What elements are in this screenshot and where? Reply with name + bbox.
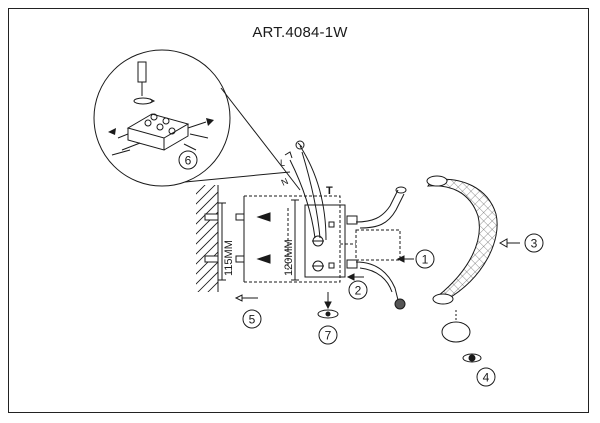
bulb-outline: [340, 229, 401, 261]
step-badge-7: 7: [318, 325, 338, 345]
screwdriver-icon: [137, 61, 147, 83]
svg-text:3: 3: [531, 237, 538, 251]
arrow-step-1: [396, 255, 414, 263]
supply-wires: [284, 140, 327, 241]
mounting-bracket: [235, 195, 341, 283]
lamp-arm-upper: [346, 186, 407, 229]
step-badge-3: 3: [524, 233, 544, 253]
arrow-step-5: [234, 294, 258, 302]
arrow-step-3: [498, 238, 520, 248]
lamp-socket-icon: [394, 298, 406, 310]
step-badge-1: 1: [415, 249, 435, 269]
drawing-frame: [8, 8, 589, 413]
dimension-120mm: 120MM: [283, 199, 299, 281]
terminal-block-callout: [93, 49, 301, 191]
step-badge-4: 4: [476, 367, 496, 387]
dimension-115mm: 115MM: [218, 202, 235, 281]
svg-text:5: 5: [249, 313, 256, 327]
arrow-step-2: [346, 273, 364, 281]
svg-text:6: 6: [185, 154, 192, 168]
arrow-step-7: [317, 292, 339, 319]
end-cap: [441, 310, 482, 363]
canopy-plate: [304, 204, 346, 278]
step-badge-6: 6: [178, 150, 198, 170]
dimension-115mm-label: 115MM: [223, 240, 235, 276]
svg-text:7: 7: [325, 329, 332, 343]
svg-text:4: 4: [483, 371, 490, 385]
glass-shade: [426, 175, 498, 305]
wall: [196, 185, 219, 292]
wire-label-line: L: [280, 158, 285, 168]
product-code-title: ART.4084-1W: [252, 24, 348, 41]
step-badge-2: 2: [348, 280, 368, 300]
dimension-120mm-label: 120MM: [283, 239, 295, 276]
ground-terminal-icon: [295, 140, 305, 150]
step-badge-5: 5: [242, 309, 262, 329]
svg-text:1: 1: [422, 253, 429, 267]
wire-label-terminal: T: [326, 185, 333, 197]
wire-label-neutral: N: [280, 176, 290, 188]
svg-text:2: 2: [355, 284, 362, 298]
lamp-arm-lower: [346, 259, 406, 310]
